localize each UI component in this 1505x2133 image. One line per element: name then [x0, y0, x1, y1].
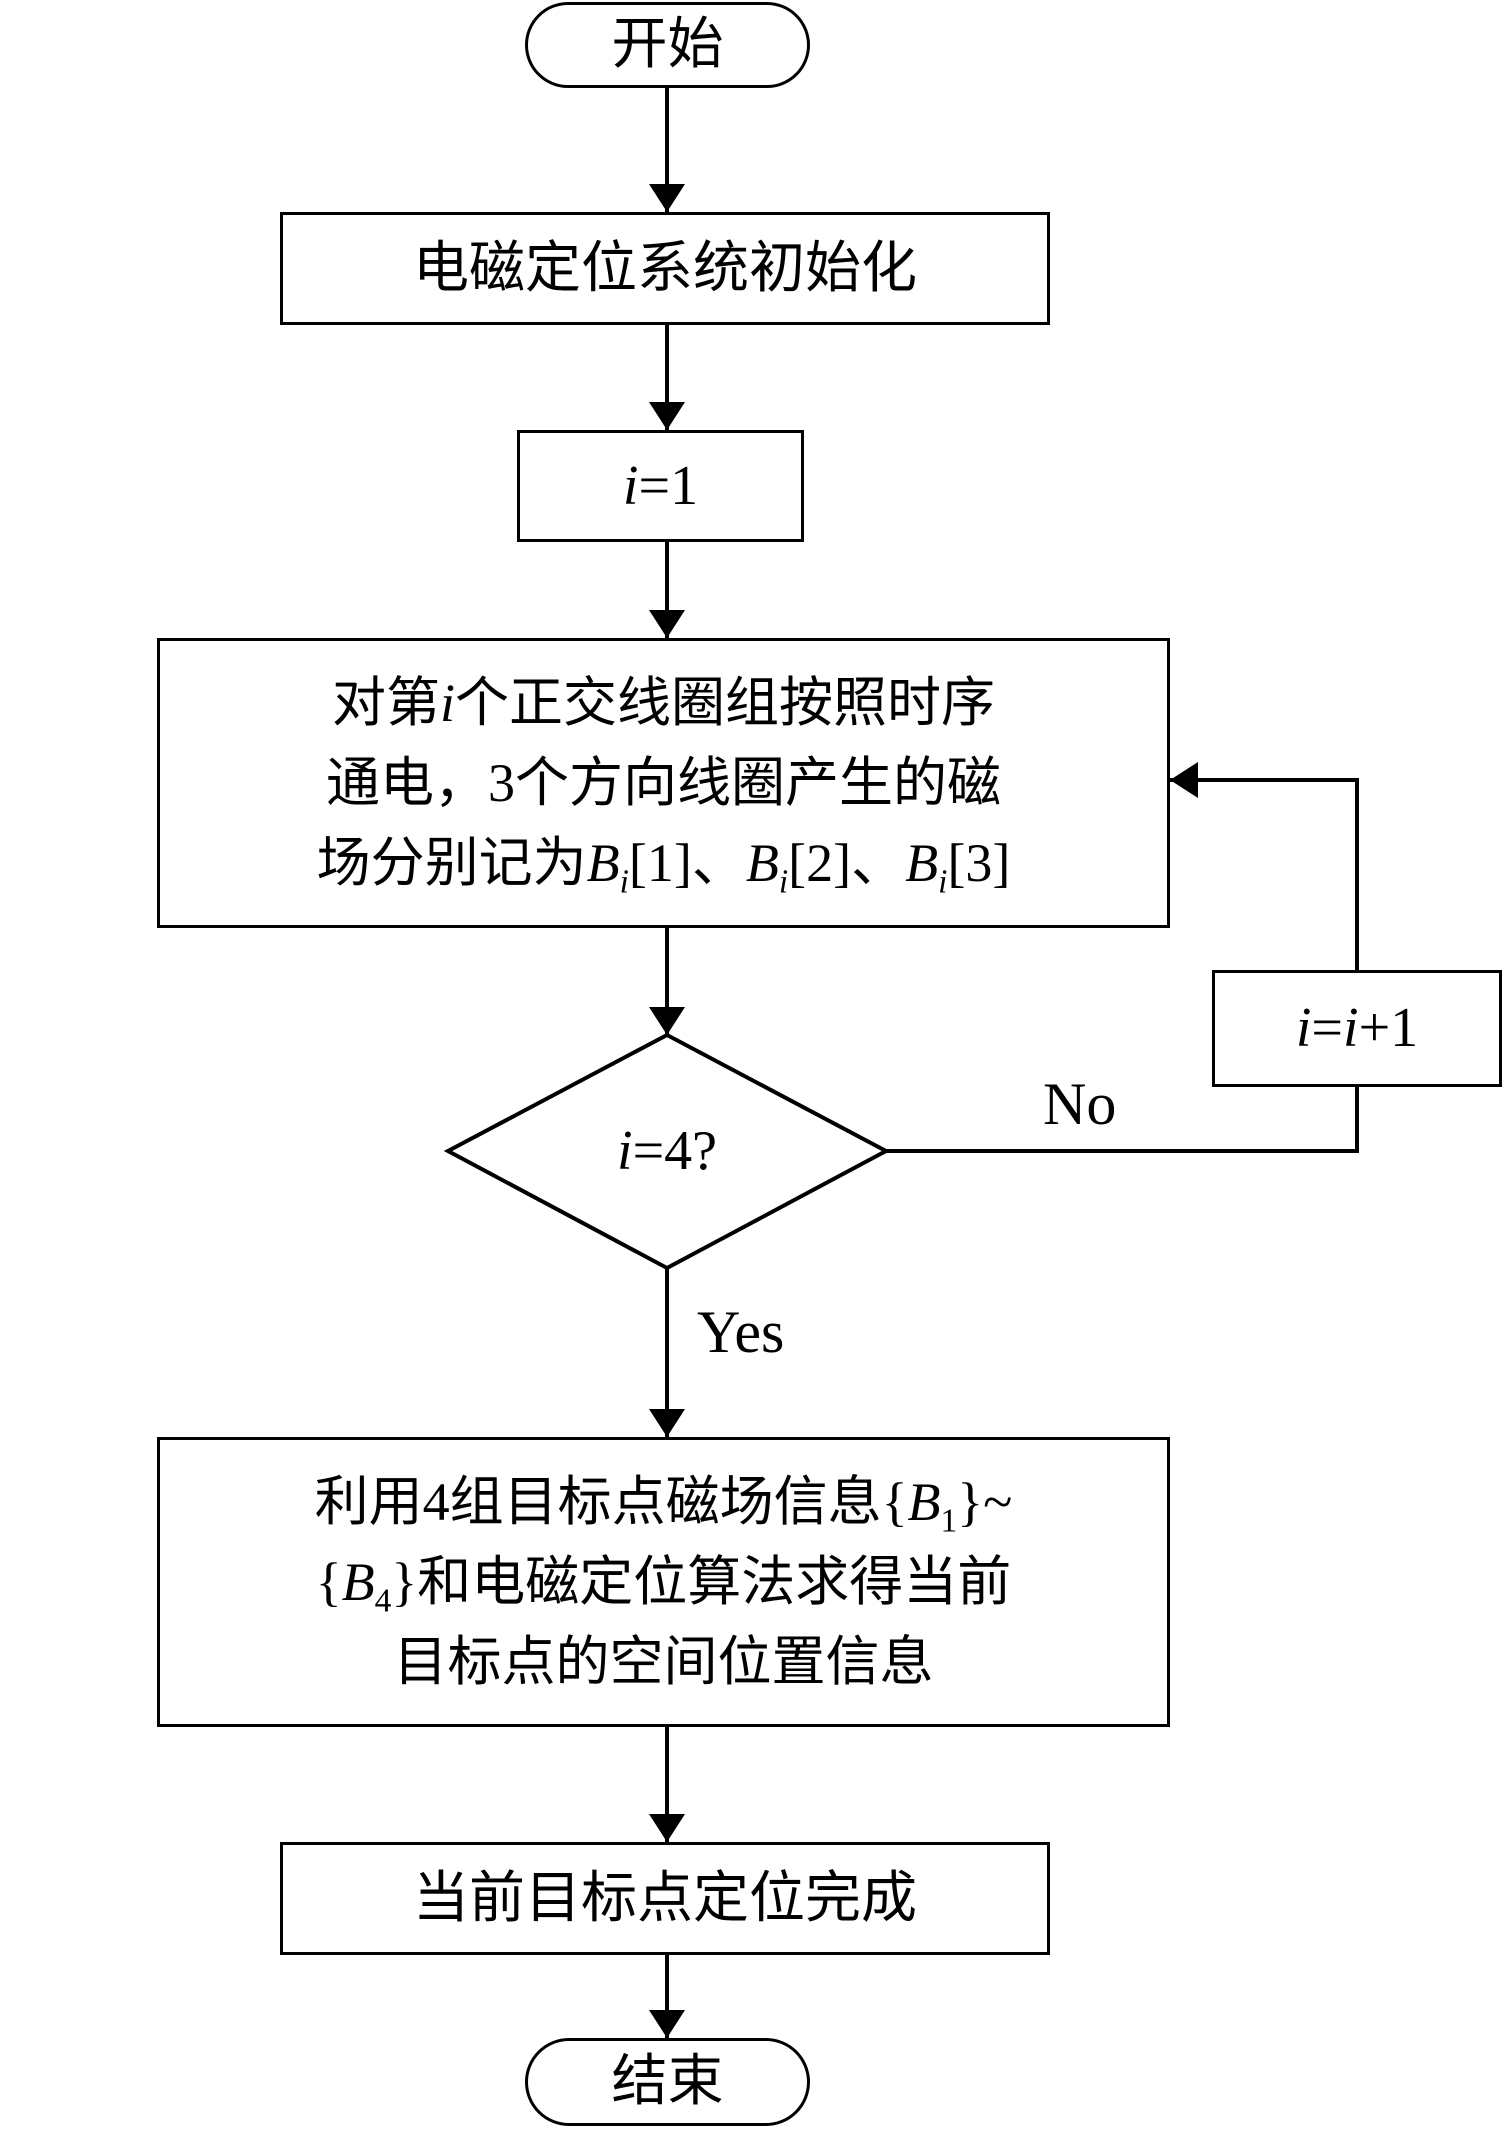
- compute-line-3: 目标点的空间位置信息: [393, 1630, 934, 1693]
- no-label: No: [1043, 1071, 1117, 1137]
- compute-process: 利用4组目标点磁场信息{B1}~ {B4}和电磁定位算法求得当前 目标点的空间位…: [157, 1437, 1170, 1727]
- start-label: 开始: [611, 12, 724, 78]
- done-process: 当前目标点定位完成: [280, 1842, 1050, 1955]
- edge-increment-to-energize: [1170, 762, 1359, 970]
- end-terminal: 结束: [525, 2038, 810, 2126]
- energize-line-1: 对第i个正交线圈组按照时序: [331, 671, 995, 734]
- compute-line-2: {B4}和电磁定位算法求得当前: [315, 1550, 1012, 1620]
- compute-line-1: 利用4组目标点磁场信息{B1}~: [314, 1470, 1013, 1540]
- set-i-label: i=1: [622, 454, 699, 517]
- done-label: 当前目标点定位完成: [413, 1865, 917, 1931]
- decision-label: i=4?: [617, 1119, 717, 1182]
- start-terminal: 开始: [525, 2, 810, 88]
- end-label: 结束: [611, 2049, 724, 2115]
- edge-decision-to-increment: [886, 1087, 1359, 1153]
- init-process: 电磁定位系统初始化: [280, 212, 1050, 325]
- increment-process: i=i+1: [1212, 970, 1502, 1087]
- energize-line-3: 场分别记为Bi[1]、Bi[2]、Bi[3]: [316, 831, 1011, 901]
- init-label: 电磁定位系统初始化: [413, 235, 917, 301]
- increment-label: i=i+1: [1295, 997, 1419, 1060]
- decision-diamond: [443, 1032, 891, 1271]
- energize-line-2: 通电，3个方向线圈产生的磁: [326, 751, 1001, 814]
- energize-process: 对第i个正交线圈组按照时序 通电，3个方向线圈产生的磁 场分别记为Bi[1]、B…: [157, 638, 1170, 928]
- yes-label: Yes: [697, 1299, 785, 1365]
- set-i-process: i=1: [517, 430, 804, 542]
